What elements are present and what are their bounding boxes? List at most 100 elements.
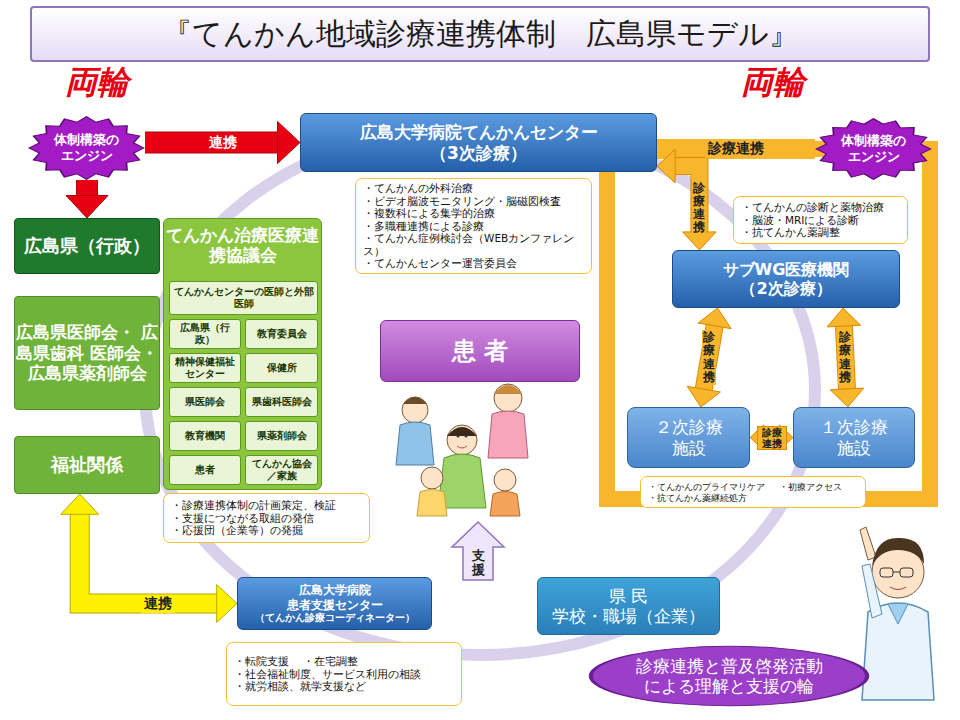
node-text: （2次診療） [740,279,831,298]
node-text: 広島県医師会・ 広島県歯科 医師会・ 広島県薬剤師会 [15,322,159,383]
node-text: ・脳波・MRIによる診断 [741,214,859,227]
node-text: ・初療アクセス [779,481,842,492]
member-box: 保健所 [245,353,318,383]
connector-arrow [145,122,300,164]
node-text: ・在宅調整 [303,655,358,668]
connector-arrow [66,180,108,218]
connector-arrow [687,308,731,407]
node-text: 施設 [672,438,706,458]
cycle-ring [145,125,815,655]
node-text: （てんかん診療コーディネーター） [255,612,415,624]
arrow-shaft [77,180,97,196]
support-arrow [452,522,504,580]
support-label: 支援 [472,549,485,578]
node-text: てんかん協会／家族 [248,458,315,482]
arrow-outline [76,180,98,196]
node-text: ・社会福祉制度、サービス利用の相談 [234,668,421,681]
engine-burst: 体制構築の エンジン [28,116,145,180]
citizen-box: 県 民学校・職場（企業） [537,577,720,635]
note-box: ・てんかんの診断と薬物治療・脳波・MRIによる診断・抗てんかん薬調整 [733,196,908,244]
node-text: 福祉関係 [51,454,123,476]
connector-label: 診療連携 [838,330,852,385]
center-box: 広島大学病院てんかんセンター（3次診療） [300,113,657,172]
member-box: 精神保健福祉センター [169,353,241,383]
star-shape [816,119,931,180]
text-row: ・てんかんのプライマリケア・初療アクセス [648,481,856,492]
node-text: ・てんかんの診断と薬物治療 [741,201,884,214]
member-box: 県薬剤師会 [245,421,318,451]
node-text: ・転院支援 [234,655,289,668]
connector-label: 診療連携 [705,140,767,158]
node-text: ・ビデオ脳波モニタリング・脳磁図検査 [363,195,561,208]
arrow-head [827,308,861,327]
node-text: サブWG医療機関 [723,260,850,279]
node-text: 体制構築の エンジン [837,133,910,164]
member-box: 教育機関 [169,421,241,451]
member-box: 県医師会 [169,387,241,417]
connector-arrow [827,308,864,407]
node-text: ・支援につながる取組の発信 [171,512,314,525]
ellipse-shape [591,646,867,706]
arrow-head [217,585,237,623]
node-text: ・就労相談、就学支援など [234,680,366,693]
node-text: 広島大学病院てんかんセンター [360,122,598,142]
text-row: ・転院支援 ・在宅調整 [234,655,372,668]
message-ellipse: 診療連携と普及啓発活動による理解と支援の輪 [588,645,870,707]
node-text: ・てんかんセンター運営委員会 [363,257,517,270]
note-box: ・てんかんの外科治療・ビデオ脳波モニタリング・脳磁図検査・複数科による集学的治療… [355,178,592,274]
node-text: 教育機関 [185,430,225,442]
node-text: 精神保健福祉センター [172,356,238,380]
connector-label: 診療連携 [702,330,716,385]
support-center-box: 広島大学病院患者支援センター（てんかん診療コーディネーター） [237,577,432,630]
node-text: 県医師会 [185,396,225,408]
node-text: ２次診療 [655,417,723,437]
member-box: てんかん協会／家族 [245,455,318,485]
association-box: 広島県医師会・ 広島県歯科 医師会・ 広島県薬剤師会 [14,296,160,410]
node-text: （3次診療） [430,143,527,163]
patient-box: 患 者 [380,320,580,382]
star-shape [29,117,144,180]
connector-label: 診療連携 [757,426,787,450]
note-box: ・てんかんのプライマリケア・初療アクセス・抗てんかん薬継続処方 [640,476,866,508]
node-text: 県歯科医師会 [252,396,312,408]
node-text: ・多職種連携による診療 [363,220,484,233]
admin-box: 広島県（行政） [14,218,160,274]
arrow-head [61,494,99,514]
connector-arrow [657,149,716,250]
node-text: 患者支援センター [287,598,383,612]
connector-label: 連携 [206,134,240,152]
care-frame [607,149,930,499]
node-text: 診療連携と普及啓発活動 [636,656,823,676]
arrow-head [830,388,864,407]
arrow-head [687,386,720,407]
member-box: てんかんセンターの医師と外部医師 [169,281,318,315]
node-text: ・てんかん症例検討会（WEBカンファレンス） [363,232,584,257]
arrow-head [657,149,675,183]
node-text: １次診療 [820,417,888,437]
node-text: ・てんかんの外科治療 [363,182,473,195]
node-text: てんかんセンターの医師と外部医師 [172,286,315,310]
node-text: 広島県（行政） [172,322,238,346]
clinic-box: １次診療施設 [793,407,915,468]
node-text: 体制構築の エンジン [50,132,123,163]
arrow-outline [145,132,278,154]
connector-label: 連携 [141,595,175,613]
node-text: 学校・職場（企業） [552,606,705,626]
note-box: ・診療連携体制の計画策定、検証・支援につながる取組の発信・応援団（企業等）の発掘 [163,493,370,543]
node-text: 県 民 [609,586,648,606]
emphasis-heading: 両輪 [65,61,129,105]
arrow-head [278,122,301,164]
node-text: ・複数科による集学的治療 [363,207,495,220]
node-text: 広島県（行政） [24,235,150,257]
diagram-title: 『てんかん地域診療連携体制 広島県モデル』 [30,6,930,62]
arrow-head [698,308,731,329]
node-text: 患者 [195,464,215,476]
connector-arrow [750,425,793,450]
node-text: 患 者 [452,337,508,366]
node-text: てんかん治療医療連携協議会 [164,225,321,266]
clinic-box: ２次診療施設 [627,407,750,468]
doctor-illustration [860,527,934,700]
subwg-box: サブWG医療機関（2次診療） [672,250,900,308]
node-text: ・診療連携体制の計画策定、検証 [171,499,336,512]
engine-burst: 体制構築の エンジン [815,118,932,180]
